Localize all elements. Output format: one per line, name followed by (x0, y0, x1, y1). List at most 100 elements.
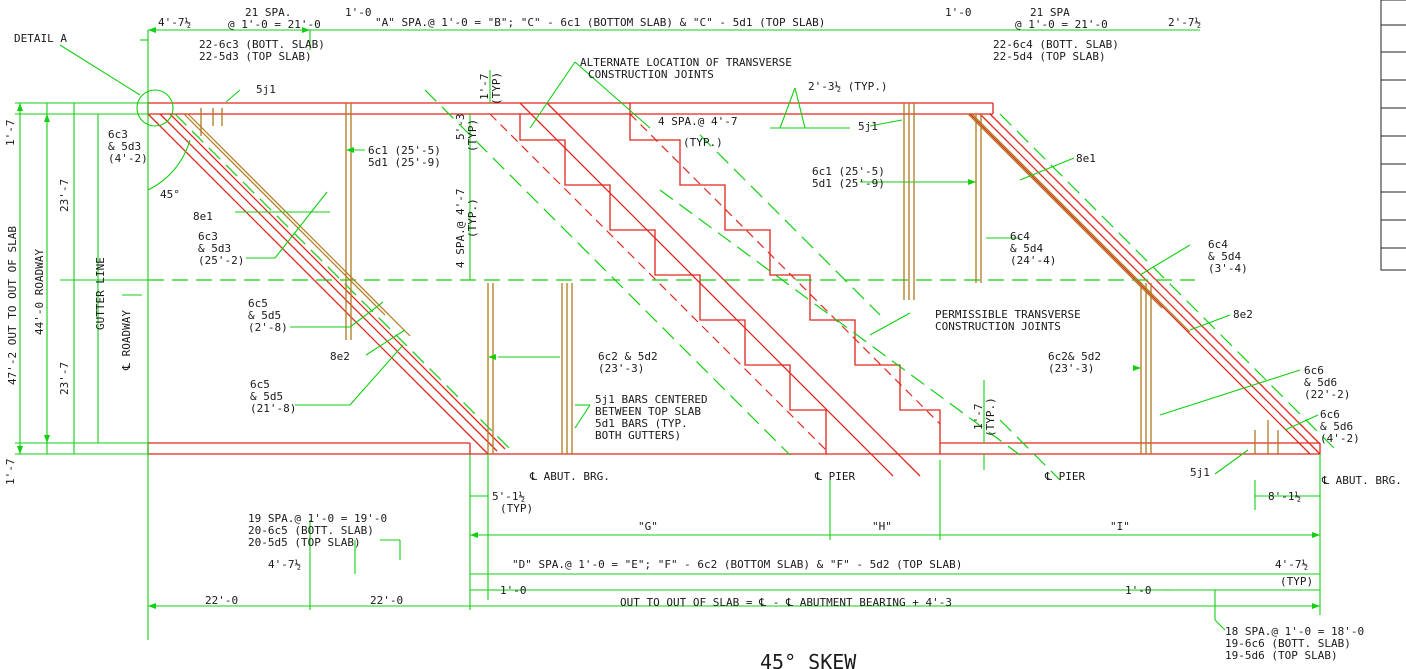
e1-a: 8e1 (193, 210, 213, 223)
j1-note-2: BETWEEN TOP SLAB (595, 405, 701, 418)
vert-typb: (TYP.) (984, 397, 997, 437)
c4-long-1: 6c4 (1010, 230, 1030, 243)
bottom-main-note: "D" SPA.@ 1'-0 = "E"; "F" - 6c2 (BOTTOM … (512, 558, 962, 571)
c1-b: 6c1 (25'-5) (812, 165, 885, 178)
dim-5112: 5'-1½ (492, 490, 525, 503)
typ-dim-2: 2'-3½ (TYP.) (808, 80, 887, 93)
table-fragment (1380, 0, 1406, 271)
left-17-bot: 1'-7 (4, 459, 17, 486)
dim-top-right: 2'-7½ (1168, 16, 1201, 29)
c2-b-1: 6c2& 5d2 (1048, 350, 1101, 363)
c5-short-3: (2'-8) (248, 321, 288, 334)
perm-2: CONSTRUCTION JOINTS (935, 320, 1061, 333)
j1-note-1: 5j1 BARS CENTERED (595, 393, 708, 406)
c1-a: 6c1 (25'-5) (368, 144, 441, 157)
annotations: DETAIL A 4'-7½ 21 SPA. @ 1'-0 = 21'-0 1'… (14, 6, 1402, 669)
c5-long-3: (21'-8) (250, 402, 296, 415)
vert-typ-b: (TYP.) (466, 198, 479, 238)
c2-b-2: (23'-3) (1048, 362, 1094, 375)
pier-1: ℄ PIER (814, 470, 856, 483)
perm-1: PERMISSIBLE TRANSVERSE (935, 308, 1081, 321)
detail-a-circle (136, 89, 174, 127)
e2-a: 8e2 (330, 350, 350, 363)
c6-short-1: 6c6 (1320, 408, 1340, 421)
left-4702: 47'-2 OUT TO OUT OF SLAB (6, 226, 19, 385)
gutter-line: GUTTER LINE (94, 257, 107, 330)
vert-typ-a: (TYP) (466, 119, 479, 152)
green-guides (148, 89, 1336, 481)
c2-a-2: (23'-3) (598, 362, 644, 375)
dim-h: "H" (872, 520, 892, 533)
one-zero-c: 1'-0 (500, 584, 527, 597)
angle-arc (147, 139, 191, 191)
spa19-1: 19 SPA.@ 1'-0 = 19'-0 (248, 512, 387, 525)
dim-5112-typ: (TYP) (500, 502, 533, 515)
dim-4712-r-typ: (TYP) (1280, 575, 1313, 588)
c3-long-3: (25'-2) (198, 254, 244, 267)
angle-45: 45° (160, 188, 180, 201)
dimension-lines (15, 29, 1321, 640)
c3-short-2: & 5d3 (108, 140, 141, 153)
cl-roadway: ℄ ROADWAY (120, 310, 133, 371)
dim-i: "I" (1110, 520, 1130, 533)
dim-220-b: 22'-0 (370, 594, 403, 607)
vert-17b: 1'-7 (972, 404, 985, 431)
j1-c: 5j1 (1190, 466, 1210, 479)
detail-a-label: DETAIL A (14, 32, 67, 45)
vertical-annotations: 1'-7 23'-7 23'-7 1'-7 47'-2 OUT TO OUT O… (4, 72, 997, 485)
spa21-a: 21 SPA. (245, 6, 291, 19)
drawing-title: 45° SKEW (760, 650, 857, 669)
c5-short-1: 6c5 (248, 297, 268, 310)
c6-long-1: 6c6 (1304, 364, 1324, 377)
j1-note-3: 5d1 BARS (TYP. (595, 417, 688, 430)
one-zero-a: 1'-0 (345, 6, 372, 19)
left-440: 44'-0 ROADWAY (33, 249, 46, 335)
c5-short-2: & 5d5 (248, 309, 281, 322)
d1-b: 5d1 (25'-9) (812, 177, 885, 190)
spa18-2: 19-6c6 (BOTT. SLAB) (1225, 637, 1351, 650)
left-237-bot: 23'-7 (58, 362, 71, 395)
rebar-lines (183, 103, 1279, 454)
spa19-2: 20-6c5 (BOTT. SLAB) (248, 524, 374, 537)
c4-short-3: (3'-4) (1208, 262, 1248, 275)
d1-a: 5d1 (25'-9) (368, 156, 441, 169)
out-to-out: OUT TO OUT OF SLAB = ℄ - ℄ ABUTMENT BEAR… (620, 596, 952, 609)
c6-long-2: & 5d6 (1304, 376, 1337, 389)
dim-g: "G" (638, 520, 658, 533)
e2-b: 8e2 (1233, 308, 1253, 321)
e1-b: 8e1 (1076, 152, 1096, 165)
c4-long-3: (24'-4) (1010, 254, 1056, 267)
c4-bott: 22-6c4 (BOTT. SLAB) (993, 38, 1119, 51)
spa4-h: 4 SPA.@ 4'-7 (658, 115, 737, 128)
c3-short-1: 6c3 (108, 128, 128, 141)
c3-long-1: 6c3 (198, 230, 218, 243)
j1-b: 5j1 (858, 120, 878, 133)
dim-4712-r: 4'-7½ (1275, 558, 1308, 571)
vert-53: 5'-3 (454, 114, 467, 141)
spa18-3: 19-5d6 (TOP SLAB) (1225, 649, 1338, 662)
c6-long-3: (22'-2) (1304, 388, 1350, 401)
vert-17a: 1'-7 (478, 74, 491, 101)
c4-short-1: 6c4 (1208, 238, 1228, 251)
left-237-top: 23'-7 (58, 179, 71, 212)
d3-top: 22-5d3 (TOP SLAB) (199, 50, 312, 63)
c6-short-2: & 5d6 (1320, 420, 1353, 433)
c5-long-2: & 5d5 (250, 390, 283, 403)
spa18-1: 18 SPA.@ 1'-0 = 18'-0 (1225, 625, 1364, 638)
pier-2: ℄ PIER (1044, 470, 1086, 483)
c3-long-2: & 5d3 (198, 242, 231, 255)
spa21-a-val: @ 1'-0 = 21'-0 (228, 18, 321, 31)
dim-220-a: 22'-0 (205, 594, 238, 607)
slab-outline (147, 102, 1321, 477)
typ-p: (TYP.) (683, 136, 723, 149)
alt-loc-2: CONSTRUCTION JOINTS (588, 68, 714, 81)
j1-note-4: BOTH GUTTERS) (595, 429, 681, 442)
vert-spa4: 4 SPA.@ 4'-7 (454, 189, 467, 268)
c3-bott: 22-6c3 (BOTT. SLAB) (199, 38, 325, 51)
j1-a: 5j1 (256, 83, 276, 96)
c5-long-1: 6c5 (250, 378, 270, 391)
one-zero-b: 1'-0 (945, 6, 972, 19)
c3-short-3: (4'-2) (108, 152, 148, 165)
top-main-note: "A" SPA.@ 1'-0 = "B"; "C" - 6c1 (BOTTOM … (375, 16, 825, 29)
